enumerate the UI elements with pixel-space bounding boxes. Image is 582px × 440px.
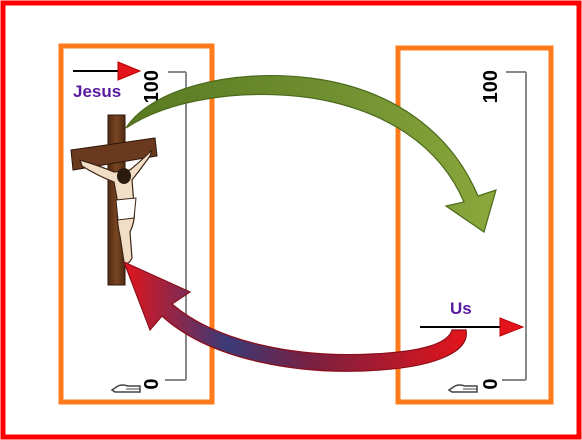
left-scale-bottom-value: 0 (141, 378, 163, 389)
crucifix-icon (70, 114, 158, 286)
right-pointer-label: Us (450, 299, 472, 318)
right-scale-top-value: 100 (480, 70, 502, 103)
left-scale-top-value: 100 (141, 70, 163, 103)
left-pointer-head (117, 61, 142, 81)
right-gauge: 100 0 Us (395, 45, 554, 405)
green-transfer-arrow (125, 75, 497, 233)
left-pointing-hand-icon (110, 384, 141, 393)
right-pointing-hand-icon (447, 384, 478, 393)
right-scale-bottom-value: 0 (480, 378, 502, 389)
left-pointer-label: Jesus (73, 82, 121, 101)
left-gauge: 100 0 Jesus (58, 43, 215, 405)
red-transfer-arrow (122, 260, 467, 372)
right-pointer-head (499, 317, 525, 337)
